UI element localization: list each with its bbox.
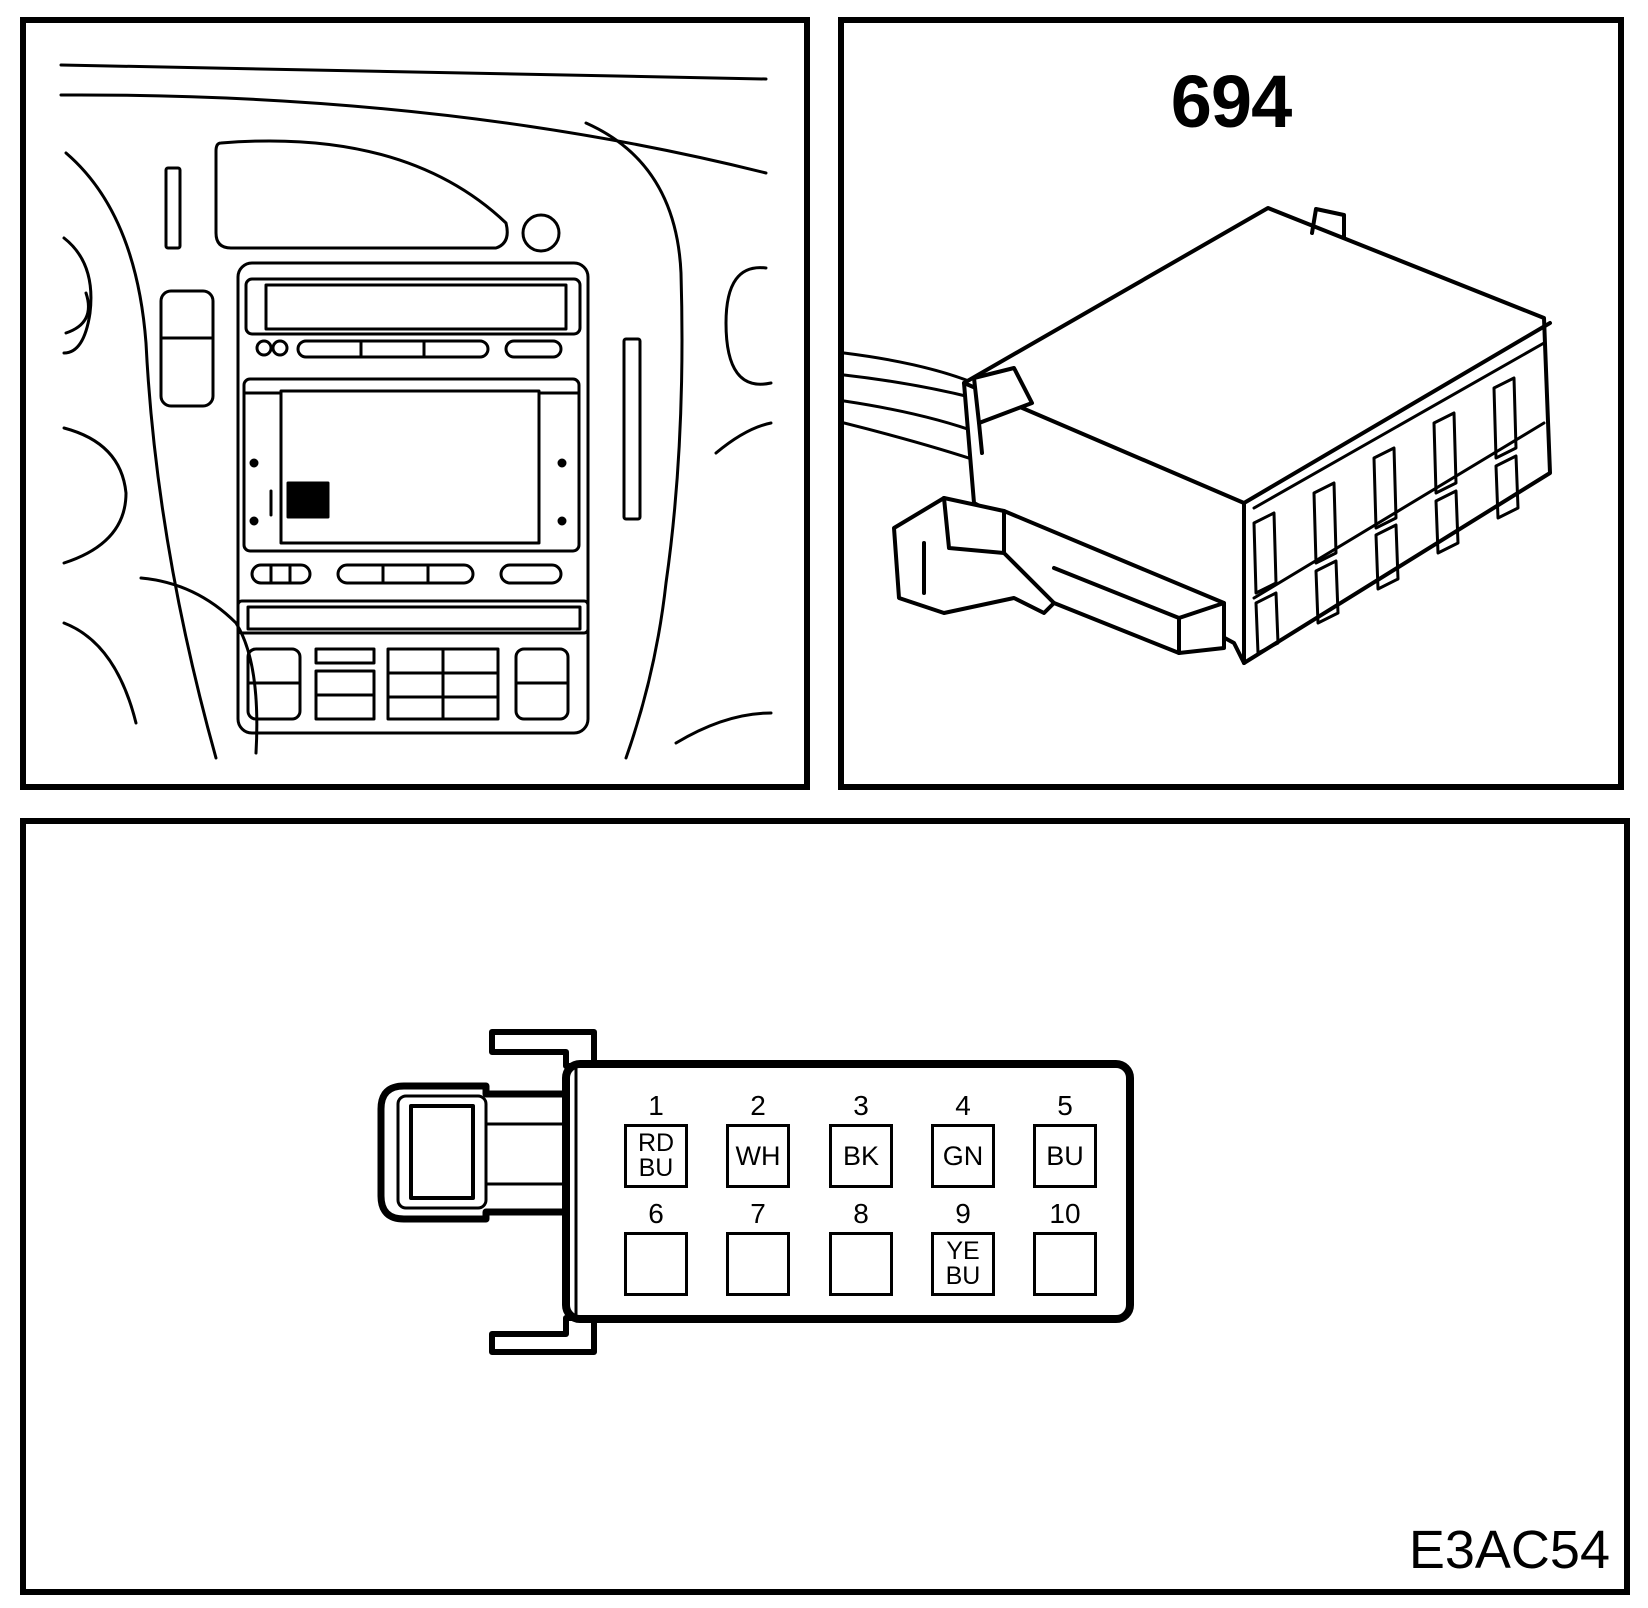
pin-10-cavity xyxy=(1033,1232,1097,1296)
pin-9-number: 9 xyxy=(955,1198,971,1229)
pin-1-number: 1 xyxy=(648,1090,664,1121)
pin-4-wire-color: GN xyxy=(942,1141,984,1171)
pin-7-number: 7 xyxy=(750,1198,766,1229)
pin-8-cavity xyxy=(829,1232,893,1296)
pin-9-wire-color-1: YE xyxy=(946,1237,980,1265)
pin-3-cavity: BK xyxy=(829,1124,893,1188)
pin-6-number: 6 xyxy=(648,1198,664,1229)
pin-5-number: 5 xyxy=(1057,1090,1073,1121)
pin-1-wire-color-1: RD xyxy=(637,1129,675,1157)
connector-illustration xyxy=(844,206,1552,665)
pin-3-wire-color: BK xyxy=(842,1141,880,1171)
pin-9-wire-color-2: BU xyxy=(945,1262,981,1290)
image-reference-code: E3AC54 xyxy=(1408,1520,1610,1580)
pin-4-cavity: GN xyxy=(931,1124,995,1188)
pin-2-number: 2 xyxy=(750,1090,766,1121)
pin-2-cavity: WH xyxy=(726,1124,790,1188)
pin-5-cavity: BU xyxy=(1033,1124,1097,1188)
pin-2-wire-color: WH xyxy=(735,1141,781,1171)
pin-3-number: 3 xyxy=(853,1090,869,1121)
pin-8-number: 8 xyxy=(853,1198,869,1229)
connector-code: 694 xyxy=(1170,60,1292,143)
connector-view-panel: 694 xyxy=(838,17,1624,790)
pin-7-cavity xyxy=(726,1232,790,1296)
dashboard-illustration xyxy=(59,63,773,760)
dashboard-location-panel xyxy=(20,17,810,790)
connector-face-outline xyxy=(377,1029,1134,1355)
pin-4-number: 4 xyxy=(955,1090,971,1121)
pin-5-wire-color: BU xyxy=(1046,1141,1084,1171)
pin-1-wire-color-2: BU xyxy=(638,1154,674,1182)
pin-6-cavity xyxy=(624,1232,688,1296)
pin-10-number: 10 xyxy=(1049,1198,1081,1229)
